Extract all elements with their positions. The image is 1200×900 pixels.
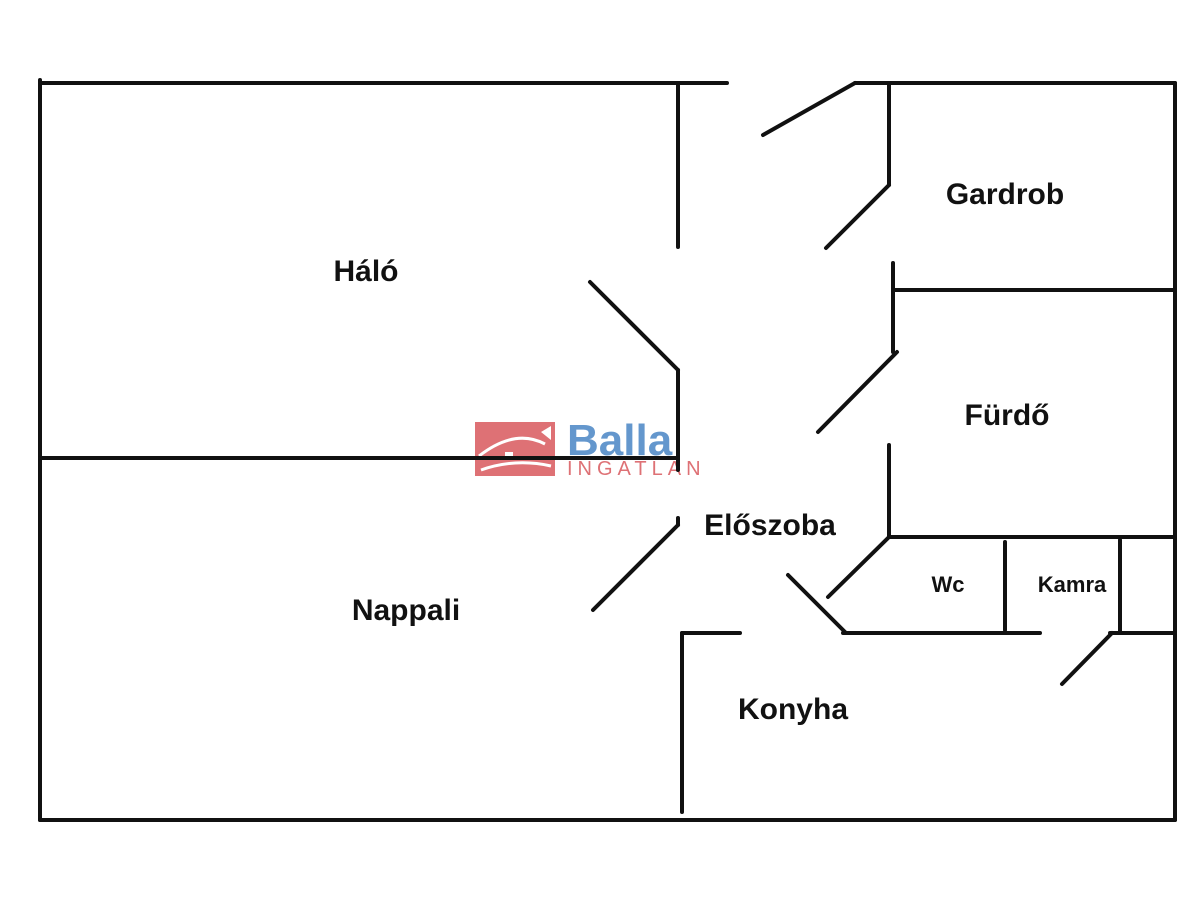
room-label-nappali: Nappali [351,594,461,627]
room-label-halo: Háló [333,255,399,288]
room-label-kamra: Kamra [1037,572,1107,597]
room-label-furdo: Fürdő [964,399,1050,432]
room-label-wc: Wc [931,572,965,597]
room-label-eloszoba: Előszoba [704,509,836,542]
logo-subtext: INGATLAN [567,458,706,480]
room-label-konyha: Konyha [737,693,849,726]
room-label-gardrob: Gardrob [945,178,1065,211]
